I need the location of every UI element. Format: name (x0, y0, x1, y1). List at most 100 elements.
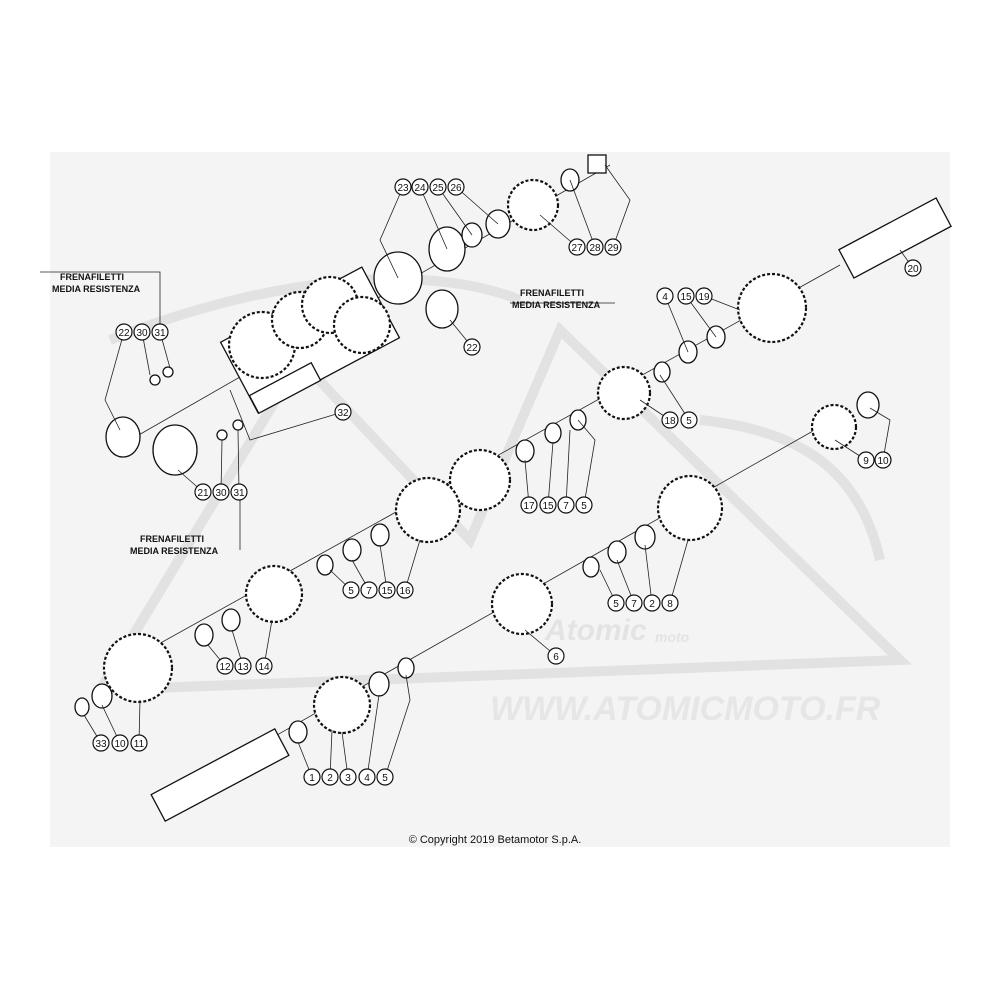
leader-lines (40, 164, 914, 778)
svg-text:FRENAFILETTI: FRENAFILETTI (60, 272, 124, 282)
callout[interactable]: 23 (394, 178, 412, 196)
callout[interactable]: 12 (216, 657, 234, 675)
svg-text:21: 21 (197, 488, 209, 499)
svg-text:19: 19 (698, 292, 710, 303)
svg-text:14: 14 (258, 662, 270, 673)
callout[interactable]: 5 (575, 496, 593, 514)
callout[interactable]: 11 (130, 734, 148, 752)
svg-text:10: 10 (877, 456, 889, 467)
svg-text:FRENAFILETTI: FRENAFILETTI (520, 288, 584, 298)
svg-text:12: 12 (219, 662, 231, 673)
svg-text:5: 5 (382, 773, 388, 784)
callout[interactable]: 22 (463, 338, 481, 356)
svg-text:5: 5 (686, 416, 692, 427)
callout[interactable]: 6 (547, 647, 565, 665)
callout[interactable]: 27 (568, 238, 586, 256)
callout[interactable]: 29 (604, 238, 622, 256)
callout[interactable]: 31 (151, 323, 169, 341)
callout[interactable]: 9 (857, 451, 875, 469)
callout[interactable]: 15 (539, 496, 557, 514)
svg-text:26: 26 (450, 183, 462, 194)
svg-text:10: 10 (114, 739, 126, 750)
callout[interactable]: 7 (557, 496, 575, 514)
callout[interactable]: 22 (115, 323, 133, 341)
callout[interactable]: 7 (625, 594, 643, 612)
svg-text:20: 20 (907, 264, 919, 275)
callout[interactable]: 15 (677, 287, 695, 305)
callout[interactable]: 1 (303, 768, 321, 786)
callout[interactable]: 24 (411, 178, 429, 196)
svg-text:3: 3 (345, 773, 351, 784)
svg-text:22: 22 (118, 328, 130, 339)
svg-text:2: 2 (327, 773, 333, 784)
callout[interactable]: 25 (429, 178, 447, 196)
callout[interactable]: 5 (680, 411, 698, 429)
svg-text:23: 23 (397, 183, 409, 194)
svg-text:7: 7 (631, 599, 637, 610)
callout[interactable]: 3 (339, 768, 357, 786)
svg-text:1: 1 (309, 773, 315, 784)
callout[interactable]: 32 (334, 403, 352, 421)
svg-text:33: 33 (95, 739, 107, 750)
svg-text:7: 7 (563, 501, 569, 512)
callout[interactable]: 20 (904, 259, 922, 277)
svg-text:27: 27 (571, 243, 583, 254)
svg-text:MEDIA RESISTENZA: MEDIA RESISTENZA (512, 300, 601, 310)
callout[interactable]: 33 (92, 734, 110, 752)
middle-shaft-gears (74, 272, 808, 717)
thread-lock-note-3: FRENAFILETTI MEDIA RESISTENZA (130, 534, 219, 556)
svg-text:29: 29 (607, 243, 619, 254)
svg-text:5: 5 (581, 501, 587, 512)
callout[interactable]: 16 (396, 581, 414, 599)
callout[interactable]: 5 (342, 581, 360, 599)
part-callouts: 23 24 25 26 27 28 29 20 4 15 19 22 30 31… (92, 178, 922, 786)
callout[interactable]: 2 (643, 594, 661, 612)
callout[interactable]: 10 (874, 451, 892, 469)
callout[interactable]: 13 (234, 657, 252, 675)
callout[interactable]: 14 (255, 657, 273, 675)
svg-text:15: 15 (381, 586, 393, 597)
svg-text:2: 2 (649, 599, 655, 610)
svg-text:11: 11 (134, 739, 145, 750)
callout[interactable]: 17 (520, 496, 538, 514)
callout[interactable]: 2 (321, 768, 339, 786)
svg-text:15: 15 (542, 501, 554, 512)
callout[interactable]: 21 (194, 483, 212, 501)
callout[interactable]: 5 (607, 594, 625, 612)
callout[interactable]: 5 (376, 768, 394, 786)
svg-text:22: 22 (466, 343, 478, 354)
callout[interactable]: 7 (360, 581, 378, 599)
callout[interactable]: 18 (661, 411, 679, 429)
svg-text:MEDIA RESISTENZA: MEDIA RESISTENZA (52, 284, 141, 294)
watermark-url: WWW.ATOMICMOTO.FR (490, 690, 881, 728)
callout[interactable]: 19 (695, 287, 713, 305)
svg-text:17: 17 (523, 501, 535, 512)
callout[interactable]: 26 (447, 178, 465, 196)
svg-text:30: 30 (215, 488, 227, 499)
callout[interactable]: 30 (212, 483, 230, 501)
svg-text:15: 15 (680, 292, 692, 303)
callout[interactable]: 10 (111, 734, 129, 752)
thread-lock-note-1: FRENAFILETTI MEDIA RESISTENZA (52, 272, 141, 294)
svg-text:30: 30 (136, 328, 148, 339)
lower-shaft-gears (150, 391, 880, 822)
callout[interactable]: 8 (661, 594, 679, 612)
svg-text:9: 9 (863, 456, 869, 467)
callout[interactable]: 31 (230, 483, 248, 501)
svg-text:16: 16 (399, 586, 411, 597)
callout[interactable]: 4 (656, 287, 674, 305)
svg-text:32: 32 (337, 408, 349, 419)
callout[interactable]: 15 (378, 581, 396, 599)
svg-text:7: 7 (366, 586, 372, 597)
svg-text:31: 31 (154, 328, 166, 339)
callout[interactable]: 4 (358, 768, 376, 786)
watermark-sub: moto (655, 629, 690, 645)
svg-text:5: 5 (613, 599, 619, 610)
svg-text:FRENAFILETTI: FRENAFILETTI (140, 534, 204, 544)
gear-cluster-assembly (219, 266, 401, 415)
svg-text:6: 6 (553, 652, 559, 663)
callout[interactable]: 30 (133, 323, 151, 341)
svg-text:18: 18 (664, 416, 676, 427)
callout[interactable]: 28 (586, 238, 604, 256)
